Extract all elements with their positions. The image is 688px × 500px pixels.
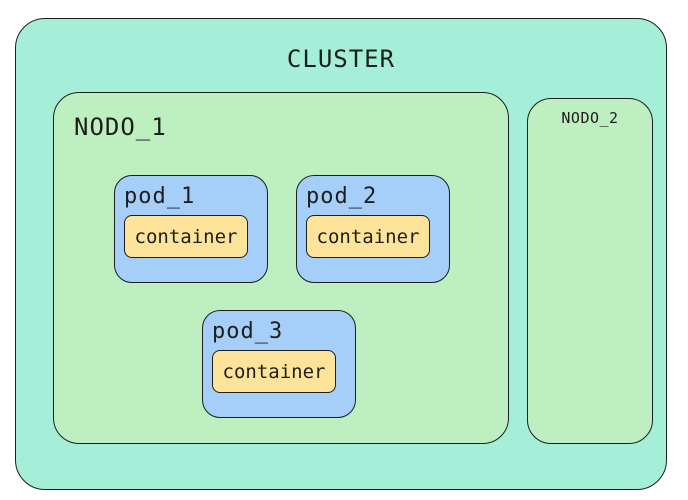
pod-1-title: pod_1 (124, 184, 196, 209)
pod-2-container: container (306, 215, 430, 258)
node-1-title: NODO_1 (74, 113, 167, 141)
pod-3-title: pod_3 (212, 319, 284, 344)
pod-3-box: pod_3 container (202, 310, 356, 418)
pod-3-container: container (212, 350, 336, 393)
pod-1-container: container (124, 215, 248, 258)
pod-2-box: pod_2 container (296, 175, 450, 283)
cluster-title: CLUSTER (286, 45, 396, 73)
pod-1-box: pod_1 container (114, 175, 268, 283)
node-2-box: NODO_2 (527, 98, 653, 444)
pod-2-title: pod_2 (306, 184, 378, 209)
node-2-title: NODO_2 (561, 109, 619, 127)
